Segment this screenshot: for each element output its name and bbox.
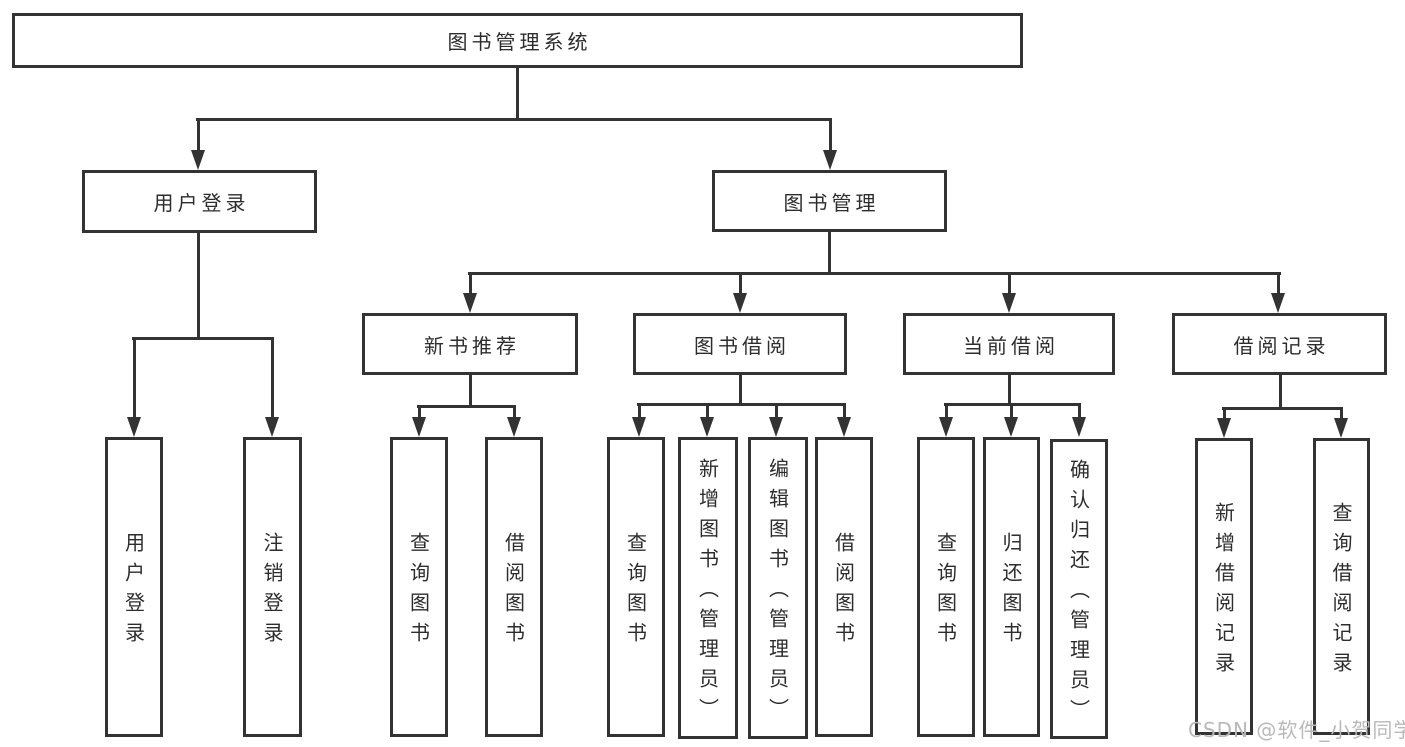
connector-userlogin-drop-2 <box>271 337 274 417</box>
leaf-user-login-label: 用户登录 <box>121 532 146 652</box>
leaf-current-query-books: 查询图书 <box>917 437 975 737</box>
connector-bookmgmt-drop-3 <box>1008 272 1011 293</box>
connector-borrow-drop-2 <box>706 403 709 417</box>
leaf-borrow-query-books-label: 查询图书 <box>623 532 648 652</box>
arrow-down-icon <box>1217 418 1231 438</box>
connector-userlogin-drop-1 <box>133 337 136 417</box>
leaf-newrec-query-books-label: 查询图书 <box>406 532 431 652</box>
leaf-logout: 注销登录 <box>243 437 302 737</box>
connector-newrec-rail <box>417 405 516 408</box>
node-book-borrow: 图书借阅 <box>633 313 847 375</box>
leaf-borrow-edit-books-admin: 编辑图书（管理员） <box>748 437 808 739</box>
arrow-down-icon <box>507 417 521 437</box>
leaf-records-add-record: 新增借阅记录 <box>1195 438 1253 735</box>
connector-current-drop-1 <box>945 403 948 417</box>
connector-current-drop-2 <box>1010 403 1013 417</box>
connector-current-drop-3 <box>1078 403 1081 417</box>
arrow-down-icon <box>1002 293 1016 313</box>
connector-records-drop-1 <box>1223 407 1226 418</box>
leaf-borrow-add-books-admin: 新增图书（管理员） <box>678 437 738 739</box>
leaf-current-query-books-label: 查询图书 <box>933 532 958 652</box>
arrow-down-icon <box>733 293 747 313</box>
arrow-down-icon <box>1072 417 1086 437</box>
arrow-down-icon <box>1334 418 1348 438</box>
connector-root-drop-right <box>829 118 832 150</box>
arrow-down-icon <box>823 150 837 170</box>
connector-bookmgmt-drop-4 <box>1277 272 1280 293</box>
leaf-records-query-record-label: 查询借阅记录 <box>1329 501 1353 682</box>
leaf-records-add-record-label: 新增借阅记录 <box>1211 501 1236 682</box>
connector-bookmgmt-drop-2 <box>739 272 742 293</box>
arrow-down-icon <box>837 417 851 437</box>
connector-newrec-stem <box>469 375 472 405</box>
connector-current-stem <box>1008 375 1011 403</box>
connector-bookmgmt-stem <box>828 232 831 272</box>
connector-borrow-drop-3 <box>775 403 778 417</box>
connector-borrow-stem <box>739 375 742 403</box>
connector-newrec-drop-1 <box>418 405 421 417</box>
leaf-borrow-edit-books-admin-label: 编辑图书（管理员） <box>765 458 790 728</box>
connector-records-stem <box>1279 375 1282 407</box>
leaf-borrow-borrow-books: 借阅图书 <box>815 437 873 737</box>
connector-root-rail <box>196 118 832 121</box>
leaf-borrow-borrow-books-label: 借阅图书 <box>831 532 856 652</box>
connector-userlogin-rail <box>132 337 274 340</box>
watermark: CSDN @软件_小贺同学 <box>1188 718 1405 742</box>
node-root: 图书管理系统 <box>12 13 1023 68</box>
connector-records-drop-2 <box>1340 407 1343 418</box>
leaf-user-login: 用户登录 <box>105 437 163 737</box>
leaf-current-return-books-label: 归还图书 <box>999 532 1023 652</box>
node-root-label: 图书管理系统 <box>447 30 592 54</box>
arrow-down-icon <box>939 417 953 437</box>
node-book-management: 图书管理 <box>712 170 947 232</box>
node-book-borrow-label: 图书借阅 <box>694 333 790 358</box>
leaf-newrec-borrow-books-label: 借阅图书 <box>501 532 526 652</box>
leaf-newrec-query-books: 查询图书 <box>390 437 448 737</box>
connector-userlogin-stem <box>197 233 200 337</box>
leaf-current-confirm-return-admin-label: 确认归还（管理员） <box>1066 459 1091 729</box>
arrow-down-icon <box>265 417 279 437</box>
arrow-down-icon <box>191 150 205 170</box>
leaf-current-confirm-return-admin: 确认归还（管理员） <box>1050 439 1108 739</box>
node-new-book-recommend-label: 新书推荐 <box>424 333 520 358</box>
node-book-management-label: 图书管理 <box>783 190 880 215</box>
node-current-borrow-label: 当前借阅 <box>963 333 1059 358</box>
arrow-down-icon <box>700 417 714 437</box>
connector-root-drop-left <box>197 118 200 150</box>
node-borrow-records-label: 借阅记录 <box>1233 333 1330 358</box>
connector-bookmgmt-drop-1 <box>469 272 472 293</box>
leaf-current-return-books: 归还图书 <box>983 437 1040 737</box>
node-new-book-recommend: 新书推荐 <box>362 313 578 375</box>
node-borrow-records: 借阅记录 <box>1172 313 1387 375</box>
connector-newrec-drop-2 <box>513 405 516 417</box>
connector-bookmgmt-rail <box>468 272 1281 275</box>
connector-borrow-drop-4 <box>843 403 846 417</box>
node-current-borrow: 当前借阅 <box>903 313 1115 375</box>
arrow-down-icon <box>412 417 426 437</box>
node-user-login-label: 用户登录 <box>153 191 250 215</box>
arrow-down-icon <box>769 417 783 437</box>
leaf-logout-label: 注销登录 <box>260 532 284 652</box>
leaf-borrow-query-books: 查询图书 <box>607 437 665 737</box>
arrow-down-icon <box>127 417 141 437</box>
arrow-down-icon <box>1004 417 1018 437</box>
leaf-records-query-record: 查询借阅记录 <box>1313 438 1370 735</box>
leaf-borrow-add-books-admin-label: 新增图书（管理员） <box>695 458 720 728</box>
arrow-down-icon <box>632 417 646 437</box>
connector-borrow-drop-1 <box>638 403 641 417</box>
node-user-login: 用户登录 <box>82 170 317 233</box>
connector-records-rail <box>1222 407 1343 410</box>
connector-root-stem <box>516 68 519 118</box>
leaf-newrec-borrow-books: 借阅图书 <box>485 437 543 737</box>
connector-borrow-rail <box>637 403 845 406</box>
arrow-down-icon <box>1271 293 1285 313</box>
arrow-down-icon <box>463 293 477 313</box>
